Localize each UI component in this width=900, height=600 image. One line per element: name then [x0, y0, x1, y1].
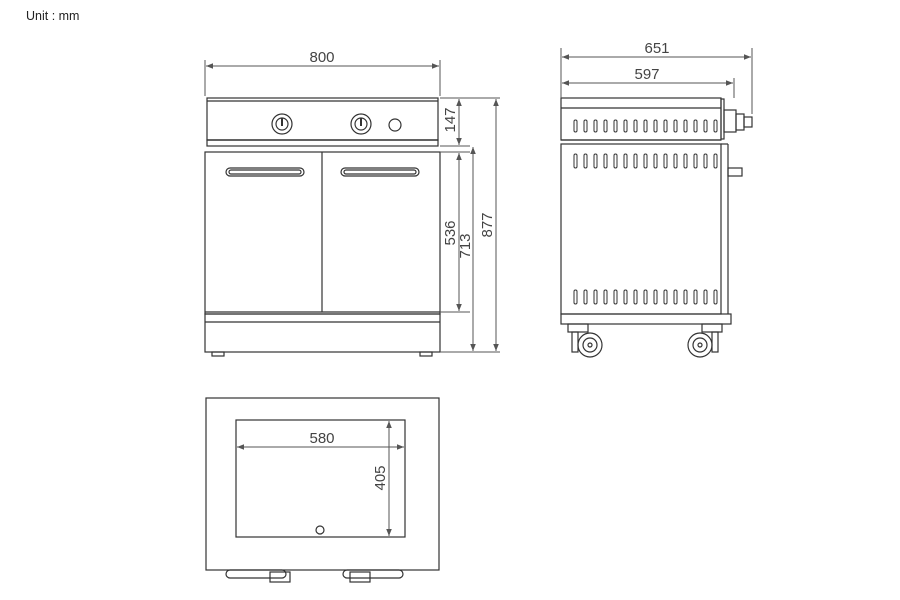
caster-right — [687, 323, 723, 358]
left-knob — [271, 113, 293, 135]
vent-slot — [663, 289, 668, 305]
left-door-handle — [225, 167, 305, 177]
vent-slot — [713, 289, 718, 305]
vent-slot — [693, 153, 698, 169]
side-body — [560, 143, 722, 315]
vent-slot — [653, 119, 658, 133]
vent-slot — [593, 289, 598, 305]
side-view — [560, 97, 753, 358]
vent-slot — [613, 289, 618, 305]
right-door-handle — [340, 167, 420, 177]
vent-slot — [603, 289, 608, 305]
vent-slot — [703, 289, 708, 305]
vent-slot — [613, 119, 618, 133]
dim-side-total-depth: 651 — [644, 40, 669, 57]
vent-slot — [693, 289, 698, 305]
vent-slot — [593, 153, 598, 169]
vent-slot — [663, 119, 668, 133]
vent-slot — [623, 119, 628, 133]
dim-front-door-height: 536 — [442, 220, 459, 245]
side-dimensions — [560, 48, 753, 114]
dim-side-body-depth: 597 — [634, 66, 659, 83]
vent-slot — [683, 289, 688, 305]
dim-front-total-height: 877 — [479, 212, 496, 237]
vent-slot — [653, 289, 658, 305]
vent-slot — [683, 119, 688, 133]
vent-slot — [593, 119, 598, 133]
vent-slot — [673, 119, 678, 133]
vent-slot — [683, 153, 688, 169]
front-base — [204, 313, 441, 353]
cutout-hole — [315, 525, 325, 535]
vent-slot — [573, 153, 578, 169]
igniter-button — [388, 118, 402, 132]
top-left-knob — [269, 571, 291, 583]
vent-slot — [583, 289, 588, 305]
front-control-panel — [206, 97, 439, 141]
vent-slot — [573, 289, 578, 305]
vent-slot — [703, 119, 708, 133]
top-outline — [205, 397, 440, 571]
vent-slot — [663, 153, 668, 169]
top-cutout — [235, 419, 406, 538]
side-base — [560, 313, 732, 325]
vent-slot — [613, 153, 618, 169]
side-vents — [573, 119, 718, 305]
right-knob — [350, 113, 372, 135]
gas-inlet — [735, 113, 745, 131]
vent-slot — [603, 119, 608, 133]
dim-front-top-height: 147 — [442, 107, 459, 132]
front-foot-left — [211, 351, 225, 357]
vent-slot — [633, 289, 638, 305]
side-bolt — [727, 167, 743, 177]
side-top-section — [560, 97, 722, 141]
top-dimensions — [237, 421, 404, 536]
dim-top-cutout-depth: 405 — [372, 465, 389, 490]
vent-slot — [693, 119, 698, 133]
vent-slot — [643, 119, 648, 133]
vent-slot — [583, 153, 588, 169]
vent-slot — [703, 153, 708, 169]
top-right-knob — [349, 571, 371, 583]
vent-slot — [713, 153, 718, 169]
vent-slot — [623, 153, 628, 169]
vent-slot — [713, 119, 718, 133]
vent-slot — [603, 153, 608, 169]
dim-front-width: 800 — [309, 49, 334, 66]
vent-slot — [573, 119, 578, 133]
unit-label: Unit : mm — [26, 9, 80, 23]
front-panel-trim — [206, 139, 439, 147]
vent-slot — [673, 289, 678, 305]
vent-slot — [623, 289, 628, 305]
vent-slot — [633, 153, 638, 169]
caster-left — [567, 323, 603, 358]
front-dimensions — [204, 60, 500, 353]
vent-slot — [643, 153, 648, 169]
dim-top-cutout-width: 580 — [309, 430, 334, 447]
vent-slot — [583, 119, 588, 133]
vent-slot — [633, 119, 638, 133]
top-right-handle — [342, 569, 404, 579]
front-view — [204, 97, 441, 357]
vent-slot — [653, 153, 658, 169]
vent-slot — [643, 289, 648, 305]
vent-slot — [673, 153, 678, 169]
top-view — [205, 397, 440, 583]
dim-front-body-height: 713 — [457, 233, 474, 258]
top-left-handle — [225, 569, 287, 579]
front-foot-right — [419, 351, 433, 357]
